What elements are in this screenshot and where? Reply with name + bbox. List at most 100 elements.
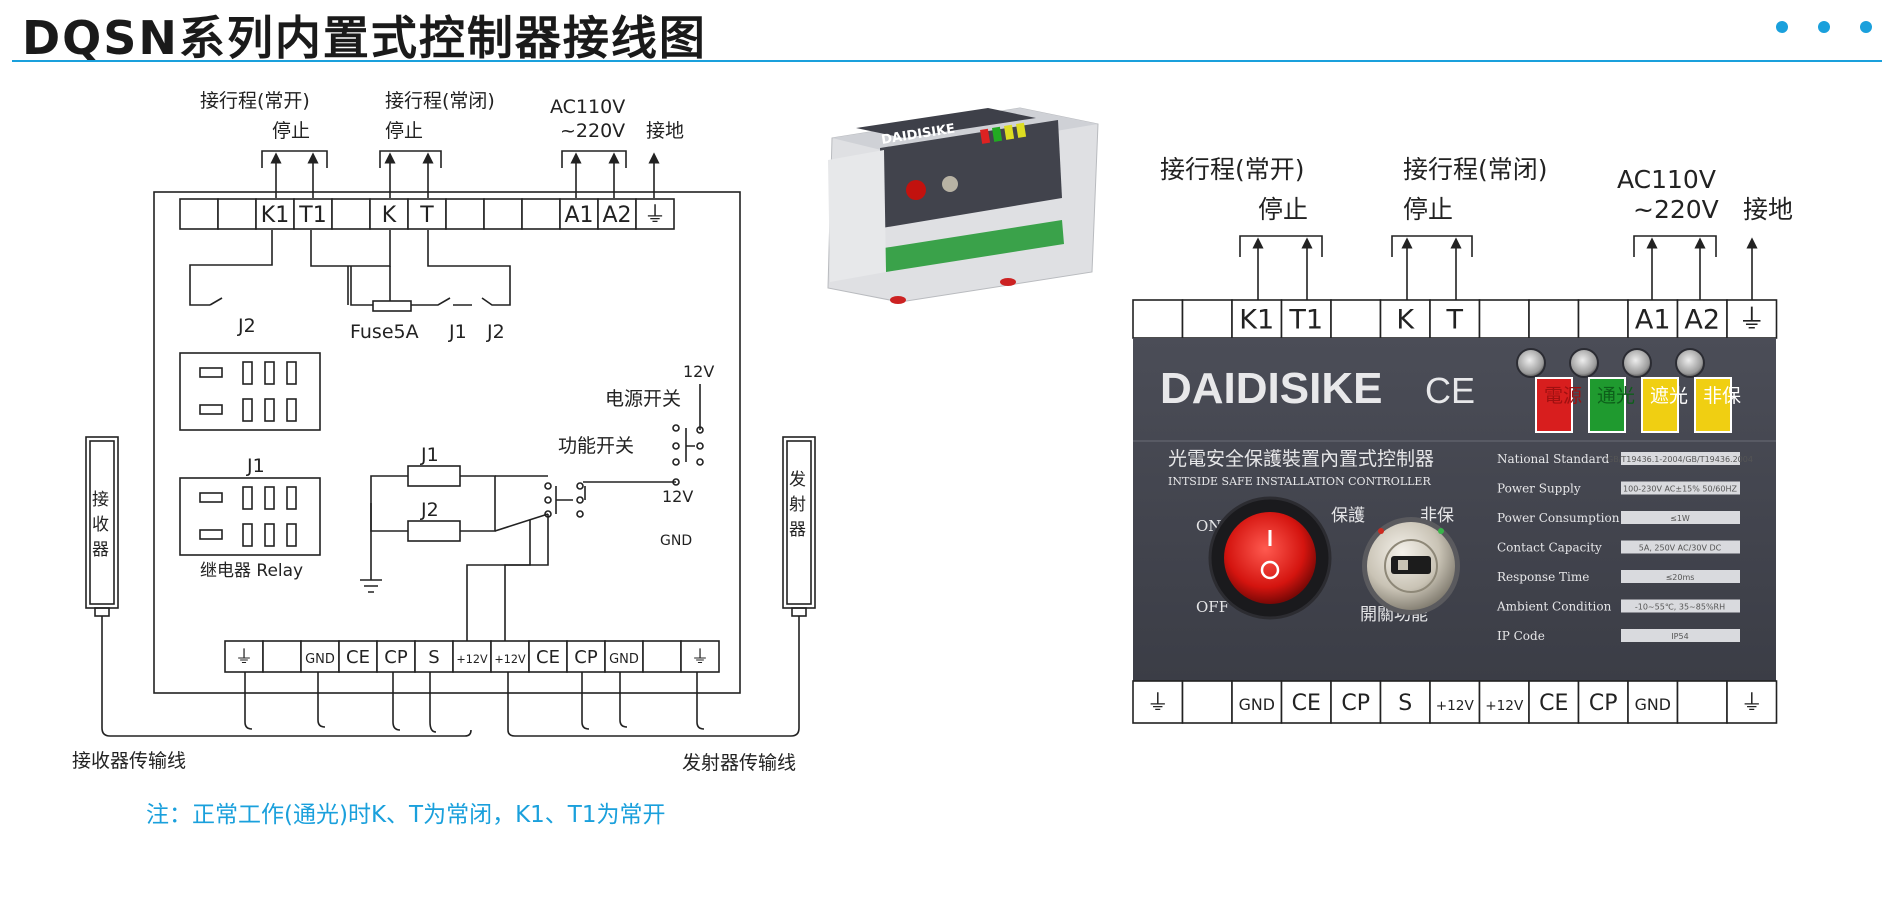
dot-icon	[1818, 21, 1830, 33]
label-no-stop-2: 停止	[1258, 195, 1308, 224]
terminal-cell	[407, 198, 447, 230]
terminal-label: T1	[298, 203, 326, 228]
terminal-cell	[1132, 299, 1184, 339]
emitter-bar	[782, 436, 816, 617]
terminal-cell	[1577, 299, 1629, 339]
terminal-label: GND	[1239, 695, 1275, 714]
led-label-1: 通光	[1597, 385, 1635, 407]
terminal-cell	[680, 640, 720, 673]
label-receiver-3: 器	[92, 540, 109, 560]
terminal-cell	[483, 198, 523, 230]
terminal-label: CE	[346, 647, 370, 668]
spec-value-box	[1621, 540, 1740, 554]
terminal-cell	[338, 640, 378, 673]
terminal-cell	[1726, 299, 1778, 339]
label-nc-stop-1: 接行程(常闭)	[1403, 155, 1548, 184]
terminal-cell	[566, 640, 606, 673]
terminal-label: A1	[1635, 305, 1671, 336]
panel-ce-mark: CE	[1425, 370, 1475, 411]
key-switch[interactable]	[1362, 517, 1460, 615]
spec-value: -10~55℃, 35~85%RH	[1635, 603, 1725, 612]
relay-j1-block	[179, 477, 321, 556]
spec-value-box	[1621, 599, 1740, 613]
label-ground: 接地	[1743, 195, 1793, 224]
panel-off-label: OFF	[1196, 598, 1229, 616]
terminal-label: S	[1398, 691, 1412, 716]
controller-outline	[153, 191, 741, 694]
photo-terminal-block	[884, 220, 1064, 272]
spec-value: 5A, 250V AC/30V DC	[1639, 544, 1722, 553]
terminal-cell	[1181, 680, 1233, 724]
spec-value-box	[1621, 481, 1740, 495]
coil-j1	[407, 465, 461, 487]
terminal-label: ⏚	[1147, 691, 1169, 716]
wiring-note: 注：正常工作(通光)时K、T为常闭，K1、T1为常开	[146, 802, 666, 828]
label-no-stop-1: 接行程(常开)	[1160, 155, 1305, 184]
terminal-cell	[1577, 680, 1629, 724]
terminal-label: CE	[1292, 691, 1321, 716]
terminal-cell	[414, 640, 454, 673]
spec-value: GB/T19436.1-2004/GB/T19436.2004	[1607, 455, 1753, 464]
terminal-label: A1	[564, 203, 593, 228]
label-emitter-2: 射	[789, 495, 806, 515]
terminal-cell	[1528, 299, 1580, 339]
photo-key-switch	[942, 176, 958, 192]
terminal-cell	[635, 198, 675, 230]
terminal-cell	[179, 198, 219, 230]
terminal-label: S	[428, 647, 439, 668]
terminal-cell	[255, 198, 295, 230]
terminal-label: CE	[536, 647, 560, 668]
terminal-cell	[1429, 299, 1481, 339]
terminal-label: CP	[574, 647, 598, 668]
label-receiver-2: 收	[92, 515, 109, 535]
spec-label: IP Code	[1497, 629, 1545, 643]
label-ac-2: ~220V	[1633, 195, 1719, 224]
terminal-cell	[1627, 299, 1679, 339]
terminal-label: GND	[305, 652, 335, 667]
photo-power-button	[906, 180, 926, 200]
label-emitter-cable: 发射器传输线	[682, 752, 796, 774]
label-ground: 接地	[646, 120, 684, 142]
spec-label: Response Time	[1497, 570, 1589, 584]
led-label-3: 非保	[1703, 385, 1741, 407]
terminal-cell	[521, 198, 561, 230]
terminal-cell	[559, 198, 599, 230]
spec-value: IP54	[1671, 632, 1688, 641]
spec-value-box	[1621, 452, 1740, 465]
label-coil-j1: J1	[420, 444, 439, 466]
terminal-cell	[331, 198, 371, 230]
right-wiring-diagram: 接行程(常开) 停止 接行程(常闭) 停止 AC110V ~220V 接地 K1…	[1132, 155, 1793, 724]
terminal-label: K1	[261, 203, 289, 228]
panel-protect-label: 保護	[1331, 506, 1365, 526]
title-underline	[12, 60, 1882, 62]
terminal-cell	[1132, 680, 1184, 724]
label-nc-stop-1: 接行程(常闭)	[385, 90, 495, 112]
spec-label: Power Supply	[1497, 482, 1581, 496]
terminal-label: CP	[1589, 691, 1618, 716]
terminal-label: K	[382, 203, 397, 228]
label-no-stop-2: 停止	[272, 120, 310, 142]
label-j2-left: J2	[237, 315, 256, 337]
terminal-label: ⏚	[1738, 305, 1765, 336]
power-rocker-switch[interactable]	[1208, 496, 1332, 620]
dot-icon	[1776, 21, 1788, 33]
spec-value: ≤1W	[1670, 514, 1690, 523]
label-gnd: GND	[660, 533, 692, 549]
panel-title-cn: 光電安全保護裝置內置式控制器	[1168, 448, 1434, 470]
label-ac-2: ~220V	[560, 120, 625, 142]
label-j2-right: J2	[486, 321, 505, 343]
terminal-cell	[1231, 680, 1283, 724]
terminal-cell	[1330, 680, 1382, 724]
label-fuse: Fuse5A	[350, 321, 419, 343]
spec-label: National Standard	[1497, 452, 1610, 466]
label-emitter-1: 发	[789, 470, 806, 490]
terminal-label: A2	[1684, 305, 1720, 336]
terminal-label: T	[1446, 305, 1464, 336]
panel-brand: DAIDISIKE	[1160, 364, 1382, 413]
terminal-cell	[1231, 299, 1283, 339]
led-label-2: 遮光	[1650, 385, 1688, 407]
terminal-cell	[1429, 680, 1481, 724]
label-relay-j1: J1	[246, 455, 265, 477]
